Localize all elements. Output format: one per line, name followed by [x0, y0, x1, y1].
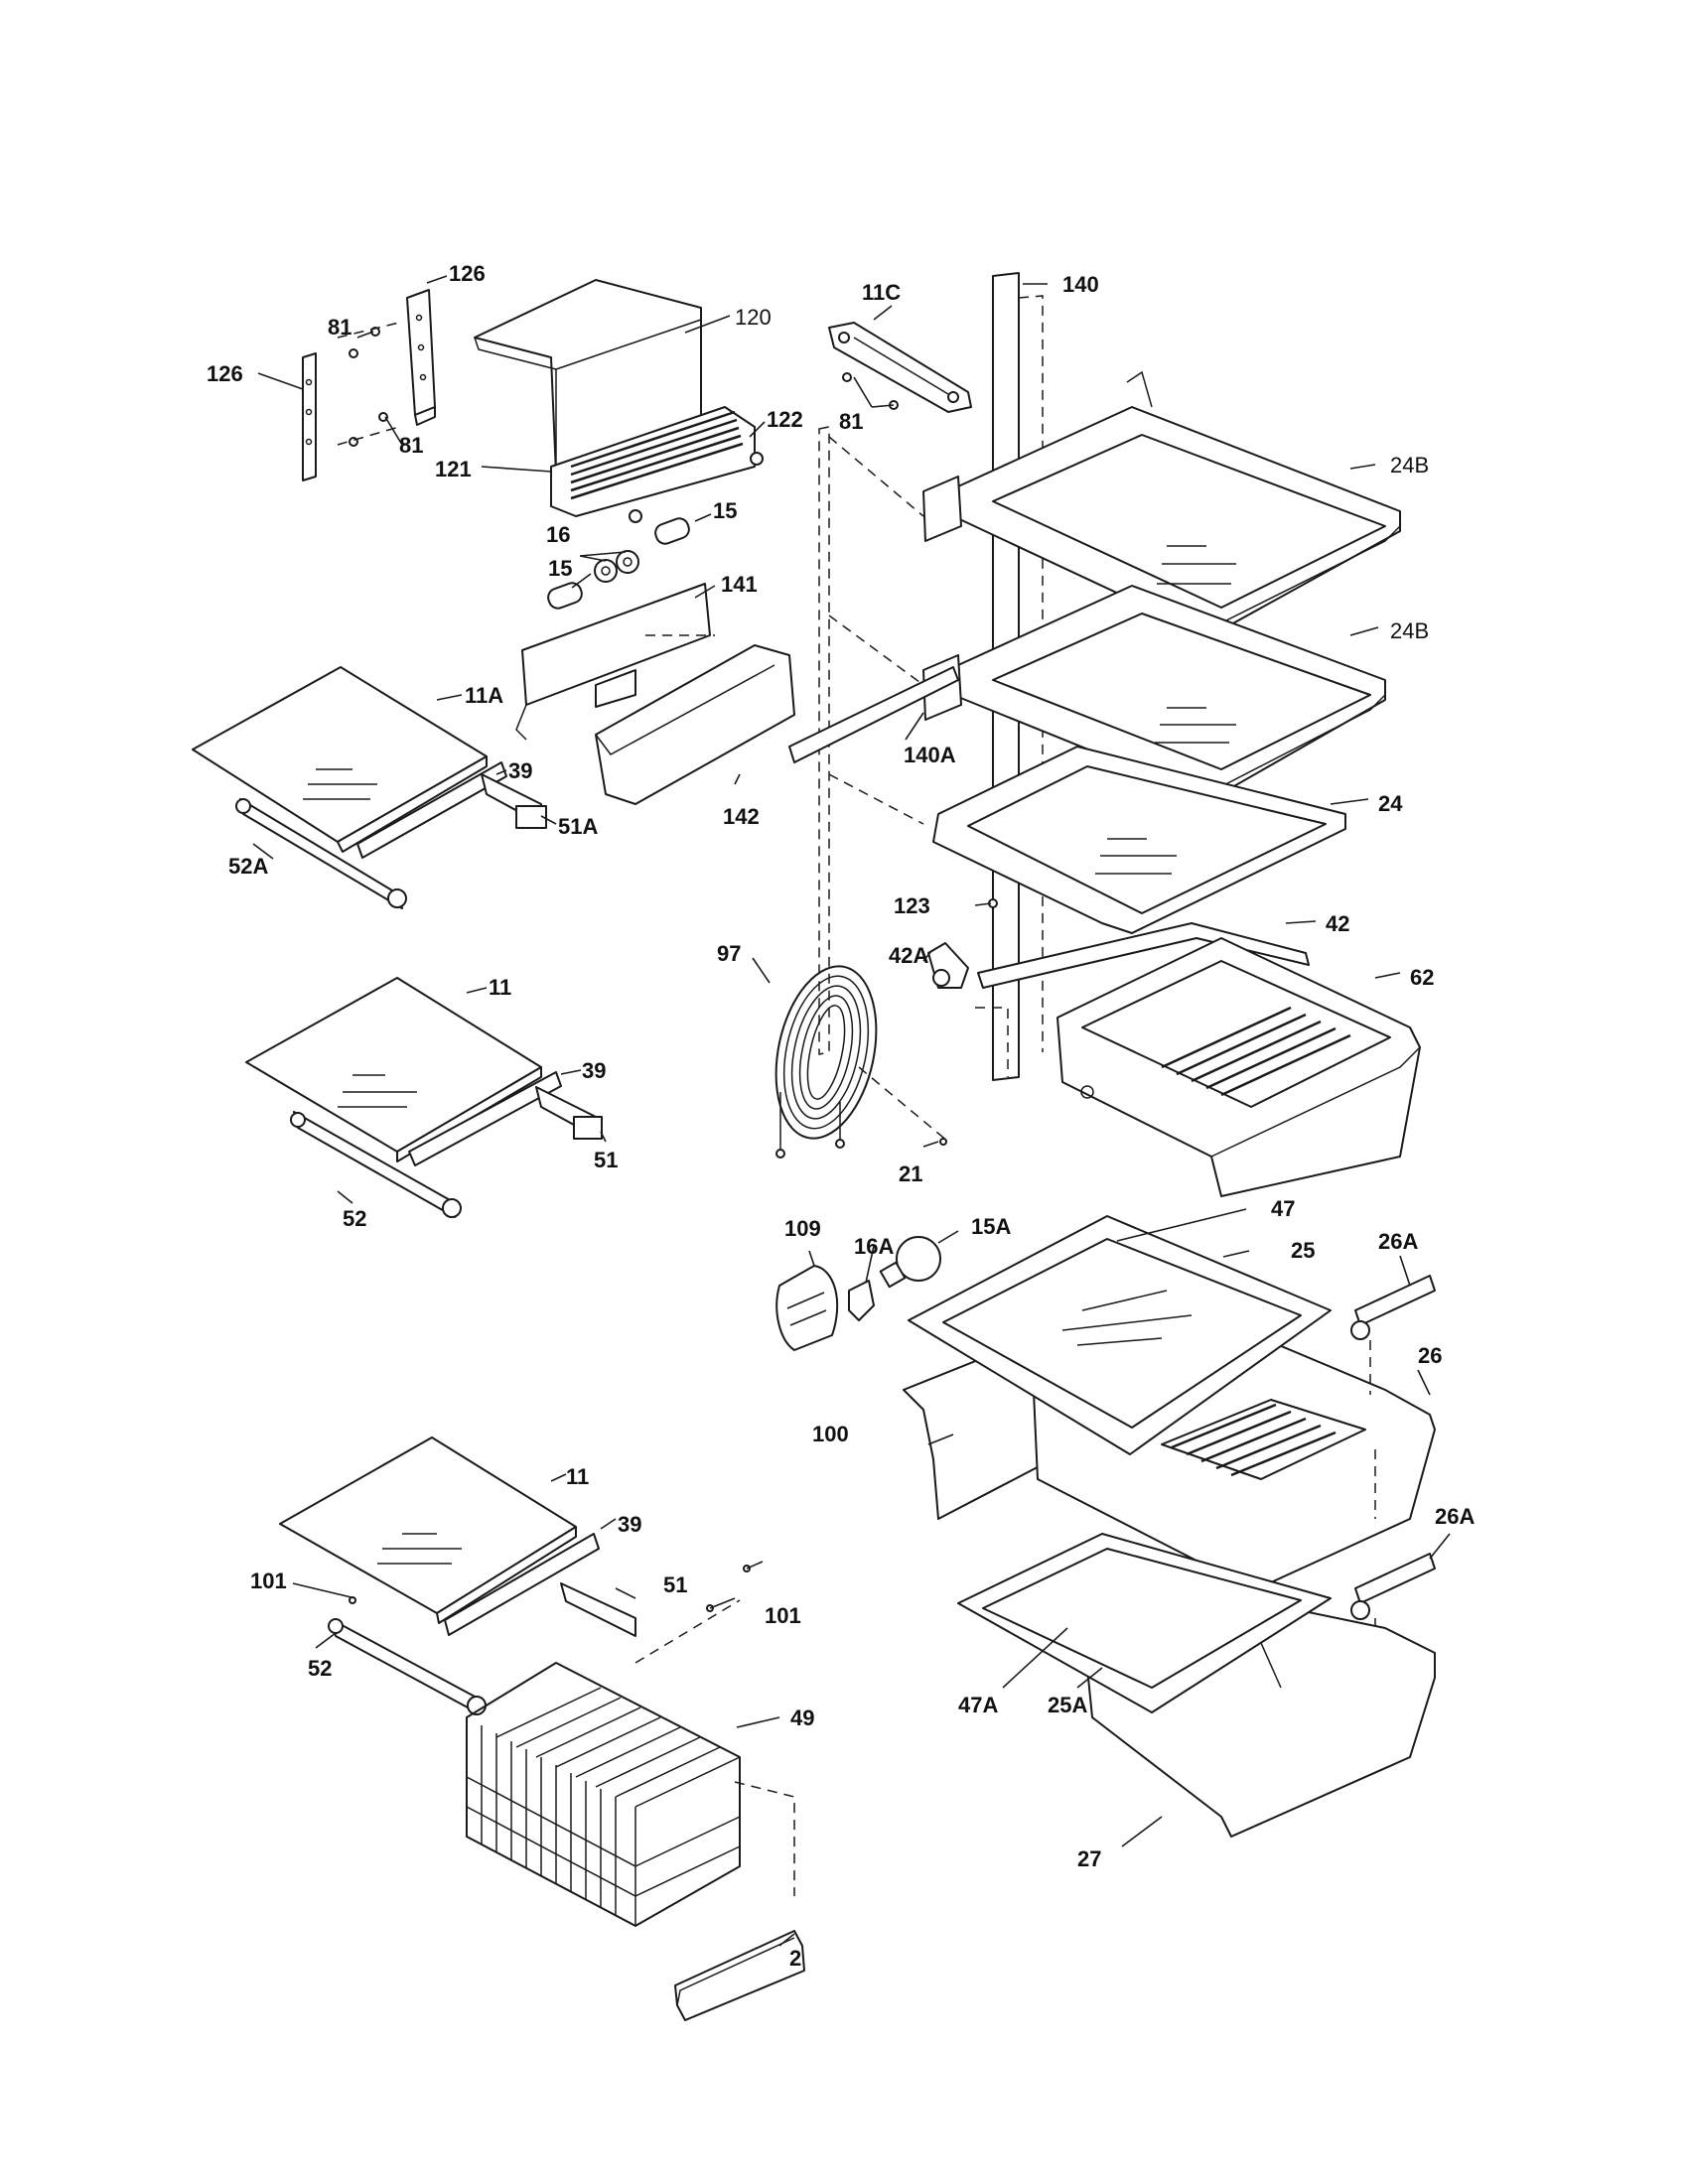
label-25a: 25A [1048, 1693, 1087, 1717]
bulb-15a [879, 1236, 941, 1289]
label-24b-top: 24B [1390, 453, 1429, 478]
label-51a: 51A [558, 814, 598, 839]
label-25: 25 [1291, 1238, 1315, 1263]
label-81-upper: 81 [328, 315, 352, 340]
rail-left-dotted [818, 426, 924, 1055]
crisper-drawer-62 [1056, 937, 1421, 1197]
label-140: 140 [1062, 272, 1099, 297]
label-126-right: 126 [449, 261, 486, 286]
rail-52a [235, 798, 407, 909]
label-11-bottom: 11 [566, 1464, 589, 1489]
shelf-11a [192, 666, 488, 853]
label-15-left: 15 [548, 556, 572, 581]
bulb-15-left [547, 582, 583, 610]
label-16a: 16A [854, 1234, 894, 1259]
label-101-right: 101 [765, 1603, 801, 1628]
leader-lines [252, 275, 1451, 1947]
trim-2 [674, 1930, 805, 2021]
label-27: 27 [1077, 1846, 1101, 1871]
shelf-24 [932, 746, 1346, 934]
light-cover-109 [775, 1265, 839, 1351]
label-26a-top: 26A [1378, 1229, 1418, 1254]
label-126-left: 126 [207, 361, 243, 386]
bracket-126-right [406, 289, 436, 426]
label-11c: 11C [862, 280, 901, 305]
ice-pan-121 [550, 406, 764, 523]
label-39-middle: 39 [582, 1058, 606, 1083]
label-121: 121 [435, 457, 472, 481]
screws-81-left [337, 322, 400, 447]
rail-51-middle [535, 1086, 603, 1140]
label-47a: 47A [958, 1693, 998, 1717]
bracket-42a [927, 942, 1009, 1077]
water-coil-97 [774, 965, 949, 1159]
label-51-middle: 51 [594, 1148, 618, 1172]
label-97: 97 [717, 941, 741, 966]
label-15a: 15A [971, 1214, 1011, 1239]
trim-39-bottom [444, 1533, 600, 1636]
label-42: 42 [1326, 911, 1349, 936]
label-42a: 42A [889, 943, 928, 968]
label-120: 120 [735, 305, 772, 330]
label-141: 141 [721, 572, 758, 597]
trim-39-middle [408, 1071, 562, 1166]
label-62: 62 [1410, 965, 1434, 990]
rail-51-bottom [560, 1582, 636, 1637]
label-109: 109 [784, 1216, 821, 1241]
shelf-24b-middle [922, 585, 1386, 800]
shelf-24b-top [922, 370, 1401, 636]
label-39-upper: 39 [508, 758, 532, 783]
label-11-middle: 11 [489, 975, 511, 1000]
label-81-right: 81 [839, 409, 863, 434]
crisper-cover-25a [957, 1533, 1332, 1713]
label-52-middle: 52 [343, 1206, 366, 1231]
bulb-15-right [654, 517, 690, 545]
label-51-bottom: 51 [663, 1572, 687, 1597]
callout-labels: 126 126 81 81 120 121 122 15 15 16 141 1… [207, 261, 1475, 1971]
label-101-left: 101 [250, 1569, 287, 1593]
label-24b-middle: 24B [1390, 618, 1429, 643]
label-100: 100 [812, 1422, 849, 1446]
label-26: 26 [1418, 1343, 1442, 1368]
label-11a: 11A [465, 683, 503, 708]
label-142: 142 [723, 804, 760, 829]
bracket-141 [515, 583, 715, 741]
trim-39-11a [356, 761, 507, 859]
label-52-bottom: 52 [308, 1656, 332, 1681]
rail-51a [481, 773, 547, 829]
label-39-bottom: 39 [618, 1512, 641, 1537]
label-24: 24 [1378, 791, 1403, 816]
label-122: 122 [767, 407, 803, 432]
rail-140a [788, 666, 959, 763]
socket-16 [594, 550, 639, 583]
light-cover-142 [595, 644, 795, 805]
bracket-120 [474, 279, 702, 476]
wire-basket-49 [466, 1662, 795, 1927]
label-16: 16 [546, 522, 570, 547]
label-81-lower: 81 [399, 433, 423, 458]
label-47: 47 [1271, 1196, 1295, 1221]
label-123: 123 [894, 893, 930, 918]
shelf-11-bottom [279, 1436, 577, 1624]
rail-52-middle [290, 1111, 462, 1218]
socket-16a [848, 1280, 875, 1321]
label-2: 2 [789, 1946, 801, 1971]
rail-52-bottom [328, 1618, 487, 1715]
shelf-11-middle [245, 977, 542, 1162]
label-52a: 52A [228, 854, 268, 879]
label-15-right: 15 [713, 498, 737, 523]
bracket-126-left [302, 352, 317, 481]
crisper-cover-25 [908, 1215, 1332, 1455]
bracket-26a-top [1350, 1275, 1436, 1519]
label-49: 49 [790, 1706, 814, 1730]
label-26a-bottom: 26A [1435, 1504, 1475, 1529]
label-140a: 140A [904, 743, 956, 767]
label-21: 21 [899, 1161, 922, 1186]
bracket-11c [828, 322, 972, 413]
